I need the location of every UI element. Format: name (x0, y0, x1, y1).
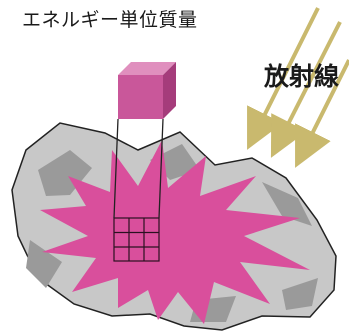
unit-grid (113, 217, 160, 262)
radiation-arrow-1 (247, 7, 320, 150)
radiation-label: 放射線 (264, 62, 340, 91)
cube-top-face (118, 62, 176, 75)
rock-shade-bottom-left (26, 240, 62, 288)
cube-side-face (163, 62, 176, 119)
rock-shade-right (262, 182, 312, 226)
rock-shade-bottom-right (282, 278, 318, 310)
unit-mass-cube (118, 62, 176, 119)
radiation-arrow-3 (295, 59, 349, 168)
radiation-arrow-2 (270, 21, 342, 158)
connector-line-right (158, 118, 164, 219)
radiation-arrows (247, 7, 349, 168)
cube-front-face (118, 75, 163, 119)
energy-burst (40, 140, 310, 324)
energy-per-unit-mass-label: エネルギー単位質量 (22, 9, 198, 31)
connector-line-left (113, 118, 119, 219)
